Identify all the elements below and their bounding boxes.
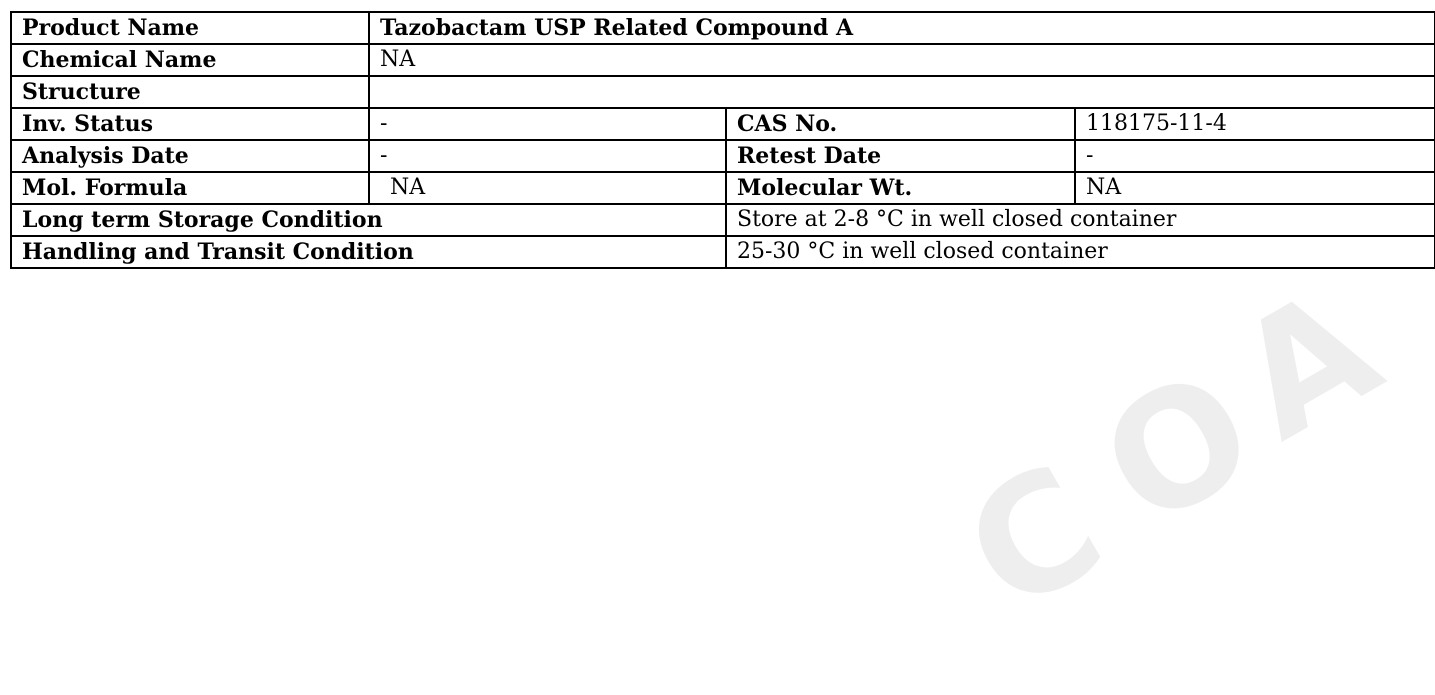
row-handling-transit: Handling and Transit Condition 25-30 °C … — [10, 235, 1435, 269]
inv-status-value: - — [368, 107, 727, 141]
row-long-term-storage: Long term Storage Condition Store at 2-8… — [10, 203, 1435, 237]
mol-formula-value: NA — [368, 171, 727, 205]
row-inv-status: Inv. Status - CAS No. 118175-11-4 — [10, 107, 1435, 141]
retest-date-label: Retest Date — [725, 139, 1076, 173]
handling-transit-label: Handling and Transit Condition — [10, 235, 727, 269]
long-term-storage-value: Store at 2-8 °C in well closed container — [724, 203, 1435, 237]
structure-cell: N N N HO S O O OH NH2 — [367, 75, 1435, 109]
mol-formula-label: Mol. Formula — [10, 171, 370, 205]
analysis-date-label: Analysis Date — [10, 139, 370, 173]
chemical-name-label: Chemical Name — [10, 43, 370, 77]
row-structure: Structure — [10, 75, 1435, 109]
molecular-wt-label: Molecular Wt. — [725, 171, 1076, 205]
structure-label: Structure — [10, 75, 370, 109]
retest-date-value: - — [1073, 139, 1435, 173]
analysis-date-value: - — [368, 139, 727, 173]
row-analysis-date: Analysis Date - Retest Date - — [10, 139, 1435, 173]
watermark-o: O — [1072, 333, 1284, 564]
inv-status-label: Inv. Status — [10, 107, 370, 141]
chemical-name-value: NA — [367, 43, 1435, 77]
row-product-name: Product Name Tazobactam USP Related Comp… — [10, 11, 1435, 45]
cas-no-label: CAS No. — [725, 107, 1076, 141]
molecular-wt-value: NA — [1073, 171, 1435, 205]
row-chemical-name: Chemical Name NA — [10, 43, 1435, 77]
cas-no-value: 118175-11-4 — [1073, 107, 1435, 141]
product-name-label: Product Name — [10, 11, 370, 45]
watermark-c: C — [936, 428, 1132, 649]
handling-transit-value: 25-30 °C in well closed container — [724, 235, 1435, 269]
specification-table: Product Name Tazobactam USP Related Comp… — [10, 11, 1435, 269]
row-mol-formula: Mol. Formula NA Molecular Wt. NA — [10, 171, 1435, 205]
long-term-storage-label: Long term Storage Condition — [10, 203, 727, 237]
chemical-structure: N N N HO S O O OH NH2 — [370, 77, 770, 108]
watermark-a: A — [1206, 251, 1408, 476]
product-name-value: Tazobactam USP Related Compound A — [367, 11, 1435, 45]
